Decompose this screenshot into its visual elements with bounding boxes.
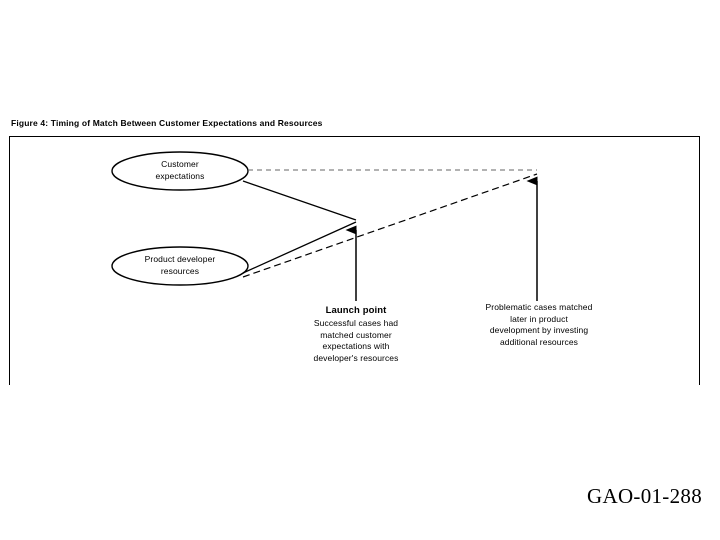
annotation-line-4: additional resources [499, 336, 579, 347]
figure-caption: Figure 4: Timing of Match Between Custom… [11, 118, 323, 128]
node-label-line-1: Product developer [144, 254, 216, 264]
node-label-line-1: Customer [161, 159, 199, 169]
annotation-line-3: development by investing [489, 325, 589, 335]
annotation-line-4: developer's resources [313, 352, 399, 363]
node-label-product-developer-resources: Product developer resources [118, 254, 242, 277]
annotation-line-1: Successful cases had [313, 318, 399, 328]
annotation-problematic-cases: Problematic cases matched later in produ… [453, 302, 625, 348]
annotation-line-3: expectations with [322, 341, 390, 351]
annotation-line-1: Problematic cases matched [485, 302, 593, 312]
report-id: GAO-01-288 [587, 484, 702, 508]
node-label-line-2: resources [160, 265, 200, 276]
node-label-line-2: expectations [155, 170, 205, 181]
node-label-customer-expectations: Customer expectations [120, 159, 240, 182]
annotation-line-2: later in product [510, 313, 568, 324]
annotation-line-2: matched customer [320, 329, 392, 340]
annotation-launch-point: Launch point Successful cases had matche… [285, 304, 427, 364]
annotation-heading: Launch point [325, 305, 387, 316]
